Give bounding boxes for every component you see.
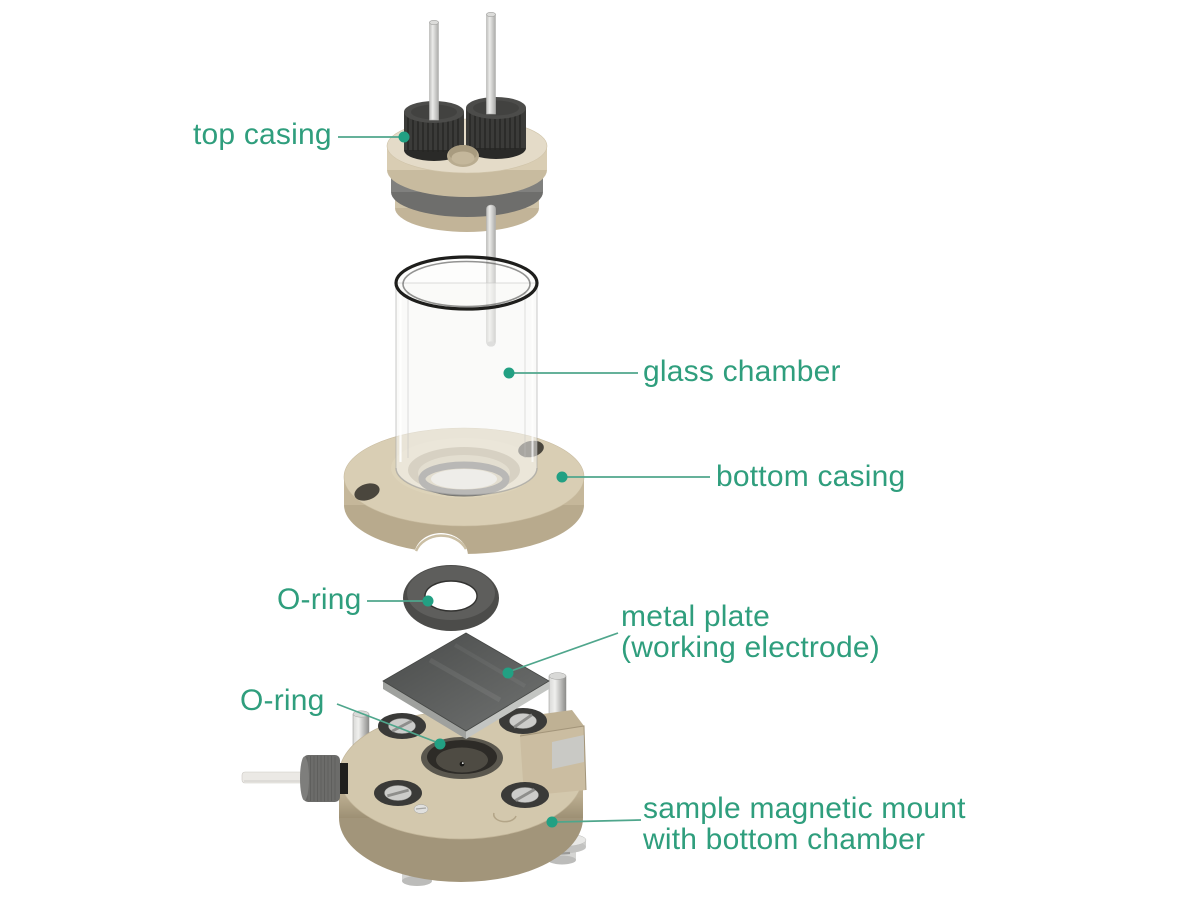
label-magnetic-mount-line1: sample magnetic mount [643,792,966,825]
magnet-top-left [378,713,426,739]
leader-metal-plate [502,632,619,679]
label-magnetic-mount: sample magnetic mount with bottom chambe… [643,793,966,855]
knurled-cap-right [466,97,526,159]
glass-chamber-part [394,255,539,496]
electrode-rod-left [429,19,439,121]
o-ring-lower-part [421,737,503,779]
o-ring-upper-part [403,565,499,631]
label-glass-chamber: glass chamber [643,355,841,388]
casing-port-hole [447,145,479,167]
leader-o-ring-lower [336,703,446,750]
top-casing-part [386,12,548,347]
metal-plate-part [382,632,550,739]
leader-o-ring-upper [367,595,434,607]
side-port [241,755,348,802]
small-screw [413,804,429,814]
leader-glass-chamber [503,367,638,379]
label-o-ring-upper: O-ring [277,583,362,616]
magnetic-mount-part [241,672,587,886]
leader-top-casing [338,131,410,143]
glass-rim [394,255,539,311]
label-top-casing: top casing [193,118,332,151]
label-metal-plate-line2: (working electrode) [621,631,880,664]
front-dimple [493,812,517,823]
label-metal-plate: metal plate (working electrode) [621,601,880,663]
label-bottom-casing: bottom casing [716,460,906,493]
leader-magnetic-mount [546,816,642,828]
label-metal-plate-line1: metal plate [621,600,770,633]
magnet-bottom-right [501,782,549,808]
leader-bottom-casing [556,471,710,483]
knurled-cap-left [404,101,464,161]
electrode-rod-right [486,12,496,115]
flange-hole-left [354,483,380,501]
magnet-top-right [499,708,547,734]
magnet-bottom-left [374,780,422,806]
label-o-ring-lower: O-ring [240,684,325,717]
label-magnetic-mount-line2: with bottom chamber [643,823,926,856]
